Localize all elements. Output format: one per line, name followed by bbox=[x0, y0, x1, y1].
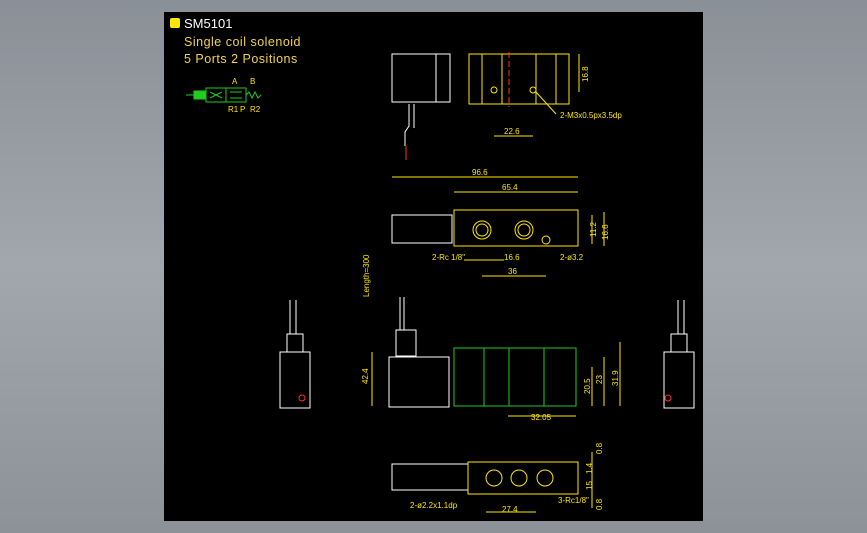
side-view bbox=[391, 176, 605, 277]
front-height-dim: 42.4 bbox=[361, 368, 370, 384]
bottom-hole-note: 2-ø2.2x1.1dp bbox=[410, 501, 458, 510]
bottom-d1-dim: 0.8 bbox=[595, 442, 604, 454]
front-body bbox=[453, 347, 577, 407]
layer-color-swatch bbox=[170, 18, 180, 28]
cad-viewport[interactable]: SM5101 Single coil solenoid 5 Ports 2 Po… bbox=[164, 12, 703, 521]
front-h2-dim: 23 bbox=[595, 375, 604, 384]
wire-length-note: Length=300 bbox=[362, 254, 371, 297]
front-h3-dim: 31.9 bbox=[611, 370, 620, 386]
port-r1-label: R1 bbox=[228, 105, 239, 114]
bottom-d4-dim: 0.8 bbox=[595, 498, 604, 510]
port-b-label: B bbox=[250, 77, 255, 86]
top-height-dim: 16.8 bbox=[581, 66, 590, 82]
side-span-dim: 36 bbox=[508, 267, 517, 276]
side-h1-dim: 11.2 bbox=[589, 221, 598, 237]
symbol-box-2 bbox=[225, 87, 247, 103]
side-h2-dim: 16.6 bbox=[601, 224, 610, 240]
bottom-d2-dim: 1.4 bbox=[585, 462, 594, 474]
top-body bbox=[468, 53, 570, 105]
valve-symbol bbox=[186, 87, 262, 103]
side-coil bbox=[391, 214, 453, 244]
bottom-port-note: 3-Rc1/8" bbox=[558, 496, 589, 505]
left-end-view bbox=[279, 300, 311, 409]
front-width-dim: 32.05 bbox=[531, 413, 552, 422]
front-view bbox=[371, 297, 621, 417]
side-body bbox=[453, 209, 579, 247]
drawing-subtitle: Single coil solenoid bbox=[184, 35, 302, 49]
right-end-view bbox=[663, 300, 695, 409]
top-coil bbox=[391, 53, 437, 103]
port-a-label: A bbox=[232, 77, 238, 86]
cad-drawing: A B R1 P R2 16.8 22.6 2-M3x bbox=[186, 52, 695, 514]
side-port-note: 2-Rc 1/8" bbox=[432, 253, 465, 262]
drawing-title: SM5101 bbox=[184, 16, 233, 31]
top-view bbox=[391, 52, 580, 160]
symbol-labels: A B R1 P R2 bbox=[228, 77, 261, 114]
port-r2-label: R2 bbox=[250, 105, 261, 114]
solenoid-actuator bbox=[193, 90, 207, 100]
bottom-view bbox=[391, 452, 593, 513]
bottom-pitch-dim: 27.4 bbox=[502, 505, 518, 514]
side-pitch-dim: 16.6 bbox=[504, 253, 520, 262]
port-p-label: P bbox=[240, 105, 245, 114]
top-screw-note: 2-M3x0.5px3.5dp bbox=[560, 111, 622, 120]
spring-symbol bbox=[245, 90, 262, 100]
side-total-dim: 96.6 bbox=[472, 168, 488, 177]
front-h1-dim: 20.5 bbox=[583, 378, 592, 394]
top-width-dim: 22.6 bbox=[504, 127, 520, 136]
bottom-d3-dim: 15 bbox=[585, 481, 594, 490]
side-hole-note: 2-ø3.2 bbox=[560, 253, 584, 262]
front-coil bbox=[388, 356, 450, 408]
drawing-ports: 5 Ports 2 Positions bbox=[184, 52, 298, 66]
side-body-dim: 65.4 bbox=[502, 183, 518, 192]
